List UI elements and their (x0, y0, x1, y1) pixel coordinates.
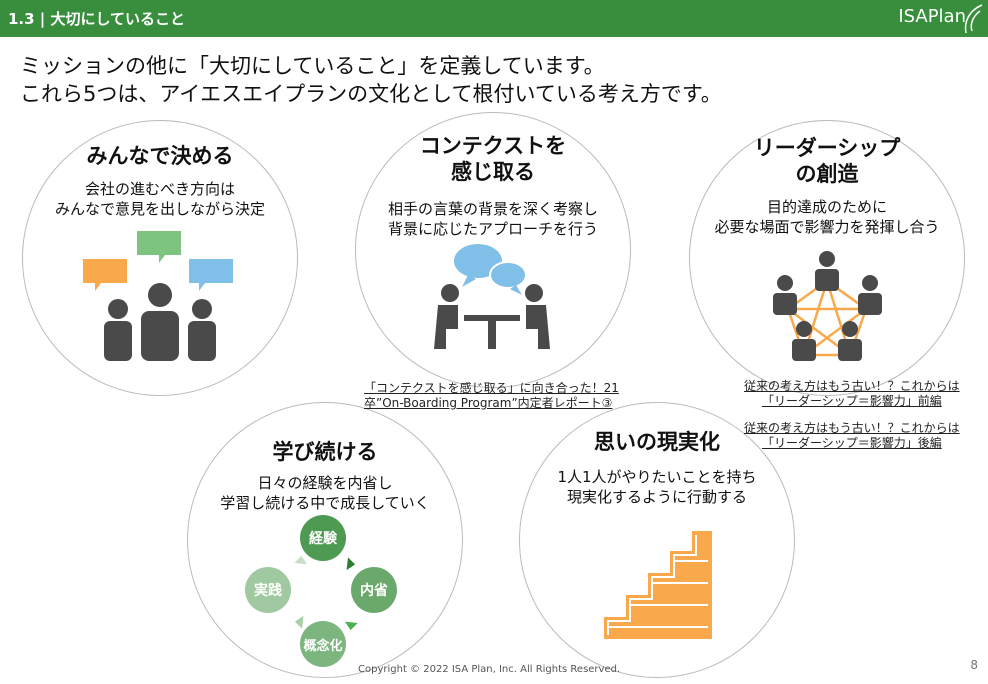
cycle-node-practice: 実践 (245, 567, 291, 613)
link-leadership-part1[interactable]: 従来の考え方はもう古い！？これからは「リーダーシップ＝影響力」前編 (744, 379, 960, 408)
value-keep-learning: 学び続ける 日々の経験を内省し学習し続ける中で成長していく 経験 内省 概念化 … (187, 402, 463, 678)
link-leadership-part2[interactable]: 従来の考え方はもう古い！？これからは「リーダーシップ＝影響力」後編 (744, 421, 960, 450)
value-title: みんなで決める (86, 144, 234, 168)
value-title: 学び続ける (272, 440, 378, 464)
value-desc: 相手の言葉の背景を深く考察し背景に応じたアプローチを行う (387, 200, 598, 238)
value-desc: 1人1人がやりたいことを持ち現実化するように行動する (557, 468, 757, 506)
intro-text: ミッションの他に「大切にしていること」を定義しています。 これら5つは、アイエス… (20, 52, 722, 108)
value-title: リーダーシップの創造 (753, 136, 901, 186)
logo-swoosh-icon (964, 4, 983, 34)
slide-title: 1.3 | 大切にしていること (8, 10, 186, 28)
value-desc: 目的達成のために必要な場面で影響力を発揮し合う (714, 198, 940, 236)
logo: ISAPlan (898, 6, 966, 27)
value-realize-aspirations: 思いの現実化 1人1人がやりたいことを持ち現実化するように行動する (519, 402, 795, 678)
intro-line-1: ミッションの他に「大切にしていること」を定義しています。 (20, 54, 605, 78)
stairs-icon (604, 531, 712, 639)
value-title: 思いの現実化 (594, 430, 720, 454)
intro-line-2: これら5つは、アイエスエイプランの文化として根付いている考え方です。 (20, 82, 722, 106)
header-bar: 1.3 | 大切にしていること ISAPlan (0, 0, 988, 37)
copyright: Copyright © 2022 ISA Plan, Inc. All Righ… (358, 664, 621, 675)
value-create-leadership: リーダーシップの創造 目的達成のために必要な場面で影響力を発揮し合う (689, 120, 965, 396)
value-title: コンテクストを感じ取る (419, 134, 567, 184)
value-desc: 日々の経験を内省し学習し続ける中で成長していく (220, 474, 430, 512)
cycle-node-reflection: 内省 (351, 567, 397, 613)
value-decide-together: みんなで決める 会社の進むべき方向はみんなで意見を出しながら決定 (22, 120, 298, 396)
value-desc: 会社の進むべき方向はみんなで意見を出しながら決定 (54, 180, 265, 218)
meeting-conversation-icon (434, 244, 550, 349)
people-speech-bubbles-icon (83, 231, 233, 361)
value-sense-context: コンテクストを感じ取る 相手の言葉の背景を深く考察し背景に応じたアプローチを行う (355, 112, 631, 388)
page-number: 8 (970, 658, 978, 672)
network-people-icon (773, 251, 882, 361)
cycle-node-experience: 経験 (300, 515, 346, 561)
cycle-arrows-icon (294, 555, 358, 631)
cycle-node-conceptualize: 概念化 (300, 621, 346, 667)
